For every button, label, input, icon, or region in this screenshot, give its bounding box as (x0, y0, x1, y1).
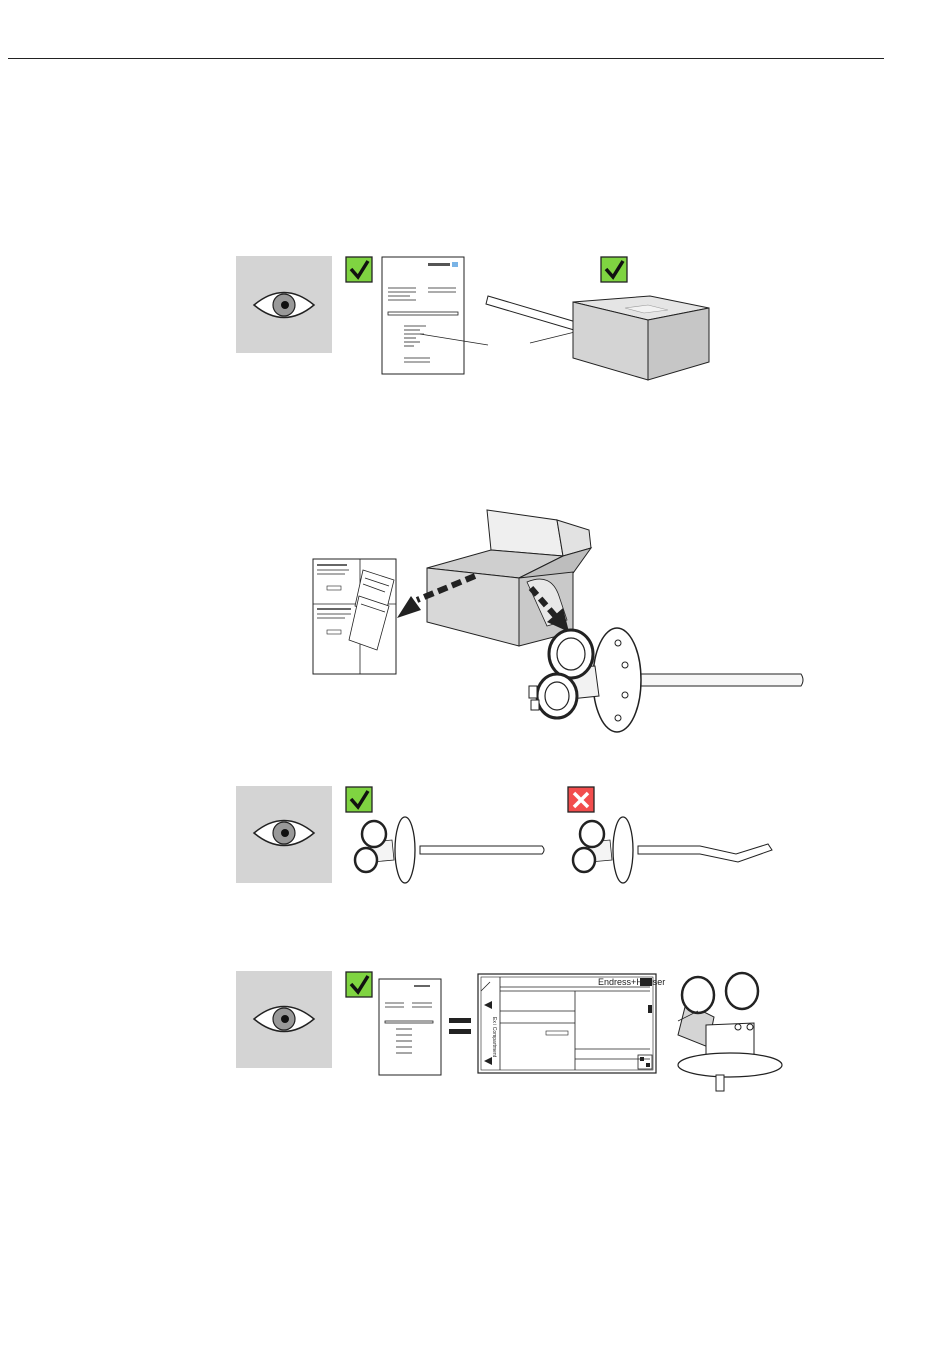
package-box (573, 296, 709, 380)
eye-icon (236, 256, 332, 353)
measuring-device (529, 628, 803, 732)
figure-inspect-device (230, 780, 780, 890)
figure-unpacking (305, 500, 810, 745)
checkmark-icon (601, 257, 627, 282)
eye-icon (236, 971, 332, 1068)
device-intact (355, 817, 544, 883)
equals-icon (449, 1018, 471, 1034)
eye-icon (236, 786, 332, 883)
checkmark-icon (346, 257, 372, 282)
delivery-note (382, 257, 464, 374)
checkmark-icon (346, 972, 372, 997)
device-with-nameplate (678, 973, 782, 1091)
header-rule (8, 58, 884, 59)
documents-stack (313, 559, 396, 674)
figure-inspect-delivery (230, 250, 720, 385)
order-document (379, 979, 441, 1075)
cross-icon (568, 787, 594, 812)
figure-compare-nameplate: Endress+Hauser Ex i Compartment (230, 965, 780, 1100)
nameplate-side-text: Ex i Compartment (491, 1017, 497, 1058)
device-damaged (573, 817, 772, 883)
nameplate-brand: Endress+Hauser (598, 977, 665, 987)
nameplate: Endress+Hauser Ex i Compartment (478, 974, 665, 1073)
checkmark-icon (346, 787, 372, 812)
